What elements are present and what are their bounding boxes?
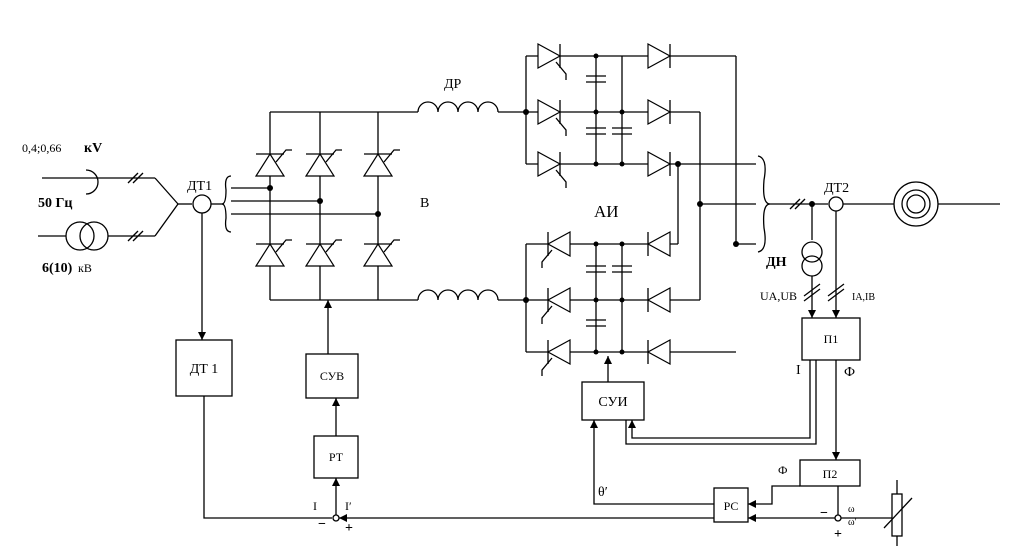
inverter-thyristor-ll-1 [541, 230, 571, 268]
choke-label: ДР [444, 77, 462, 92]
rs-block-label: РС [724, 499, 739, 513]
supply-voltage-low: 0,4;0,66 [22, 141, 61, 155]
current-summing-junction [332, 514, 340, 522]
tick [827, 288, 845, 302]
tick [127, 172, 139, 184]
rs-block [713, 487, 749, 523]
inverter-thyristor-ul-3 [537, 150, 567, 188]
thyristor-upper-1 [254, 149, 292, 177]
sum1-minus: − [318, 517, 326, 532]
dt1-current-sensor [192, 194, 212, 214]
p1-block-label: П1 [824, 332, 839, 346]
dt2-current-sensor [828, 196, 844, 212]
p1-block [801, 317, 861, 361]
thyristor-upper-2 [304, 149, 342, 177]
output-brace [757, 155, 771, 253]
sum2-omegaref-label: ω′ [848, 517, 857, 528]
dt1-block [175, 339, 233, 397]
node [675, 161, 681, 167]
inverter-diode-lr-3 [646, 338, 671, 366]
motor-shaft [906, 194, 926, 214]
supply-voltage-high-unit: кВ [78, 261, 92, 275]
sum1-plus: + [345, 521, 353, 536]
dt1-to-sum [203, 396, 332, 519]
sum1-i-label: I [313, 499, 317, 513]
speed-summing-junction [834, 514, 842, 522]
sui-block [581, 381, 645, 421]
output-section: ДТ2 ДН UA,UB IA,IB [757, 155, 1000, 318]
inverter: АИ [525, 42, 756, 376]
control-section: ДТ 1 I I′ − + РТ СУВ СУИ П1 I Ф [175, 213, 913, 546]
inverter-thyristor-ul-1 [537, 42, 567, 80]
p2-block [799, 459, 861, 487]
supply-voltage-low-unit: кV [84, 141, 102, 156]
p2-to-rs [748, 485, 800, 505]
sum1-iref-label: I′ [345, 499, 352, 513]
tick [127, 230, 139, 242]
thyristor-upper-3 [362, 149, 400, 177]
sum2-omega-label: ω [848, 504, 855, 515]
inverter-label: АИ [594, 202, 619, 221]
inverter-diode-lr-2 [646, 286, 671, 314]
inverter-diode-lr-1 [646, 230, 671, 258]
i-signals-label: IA,IB [852, 292, 875, 303]
node [733, 241, 739, 247]
p1-i-to-sui [631, 360, 811, 439]
rectifier-label: В [420, 196, 429, 211]
suv-block-label: СУВ [320, 369, 344, 383]
supply-voltage-high: 6(10) [42, 261, 73, 276]
dt1-sensor-label: ДТ1 [187, 179, 212, 194]
node [697, 201, 703, 207]
supply-merge-lower [154, 203, 179, 237]
rectifier-bridge: В [254, 111, 429, 301]
tick [803, 283, 821, 297]
voltage-sensor-label: ДН [766, 255, 787, 270]
p1-output-i-label: I [796, 363, 801, 378]
tick [794, 198, 806, 210]
tick [827, 283, 845, 297]
p2-block-label: П2 [823, 467, 838, 481]
supply-merge-upper [154, 177, 179, 205]
thyristor-lower-1 [254, 239, 292, 267]
choke-upper [417, 101, 499, 113]
dt2-sensor-label: ДТ2 [824, 181, 849, 196]
p2-input-phi-label: Ф [778, 463, 787, 477]
tick [132, 230, 144, 242]
inverter-thyristor-ll-3 [541, 338, 571, 376]
p1-output-phi-label: Ф [844, 365, 855, 380]
u-signals-label: UA,UB [760, 289, 797, 303]
dc-link-chokes: ДР [417, 77, 529, 303]
pot-wiper [883, 497, 913, 529]
inverter-diode-ur-2 [647, 98, 672, 126]
thyristor-lower-3 [362, 239, 400, 267]
sui-block-label: СУИ [598, 395, 627, 410]
supply-section: 0,4;0,66 кV 50 Гц 6(10) кВ ДТ1 [22, 141, 232, 276]
thyristor-lower-2 [304, 239, 342, 267]
inverter-thyristor-ul-2 [537, 98, 567, 136]
input-brace [221, 175, 232, 233]
inverter-thyristor-ll-2 [541, 286, 571, 324]
tick [132, 172, 144, 184]
dt1-block-label: ДТ 1 [190, 362, 219, 377]
tick [789, 198, 801, 210]
supply-arc [85, 169, 99, 195]
theta-label: θ′ [598, 485, 608, 500]
inverter-diode-ur-3 [647, 150, 672, 178]
sum2-minus: − [820, 506, 828, 521]
rs-theta-to-sui [593, 420, 714, 505]
p1-i-to-sui-pair [625, 360, 817, 445]
choke-lower [417, 289, 499, 301]
rt-block-label: РТ [329, 450, 344, 464]
tick [803, 288, 821, 302]
inverter-diode-ur-1 [647, 42, 672, 70]
suv-block [305, 353, 359, 399]
supply-frequency: 50 Гц [38, 196, 72, 211]
rectifier-input-bus [231, 185, 381, 217]
sum2-plus: + [834, 527, 842, 542]
